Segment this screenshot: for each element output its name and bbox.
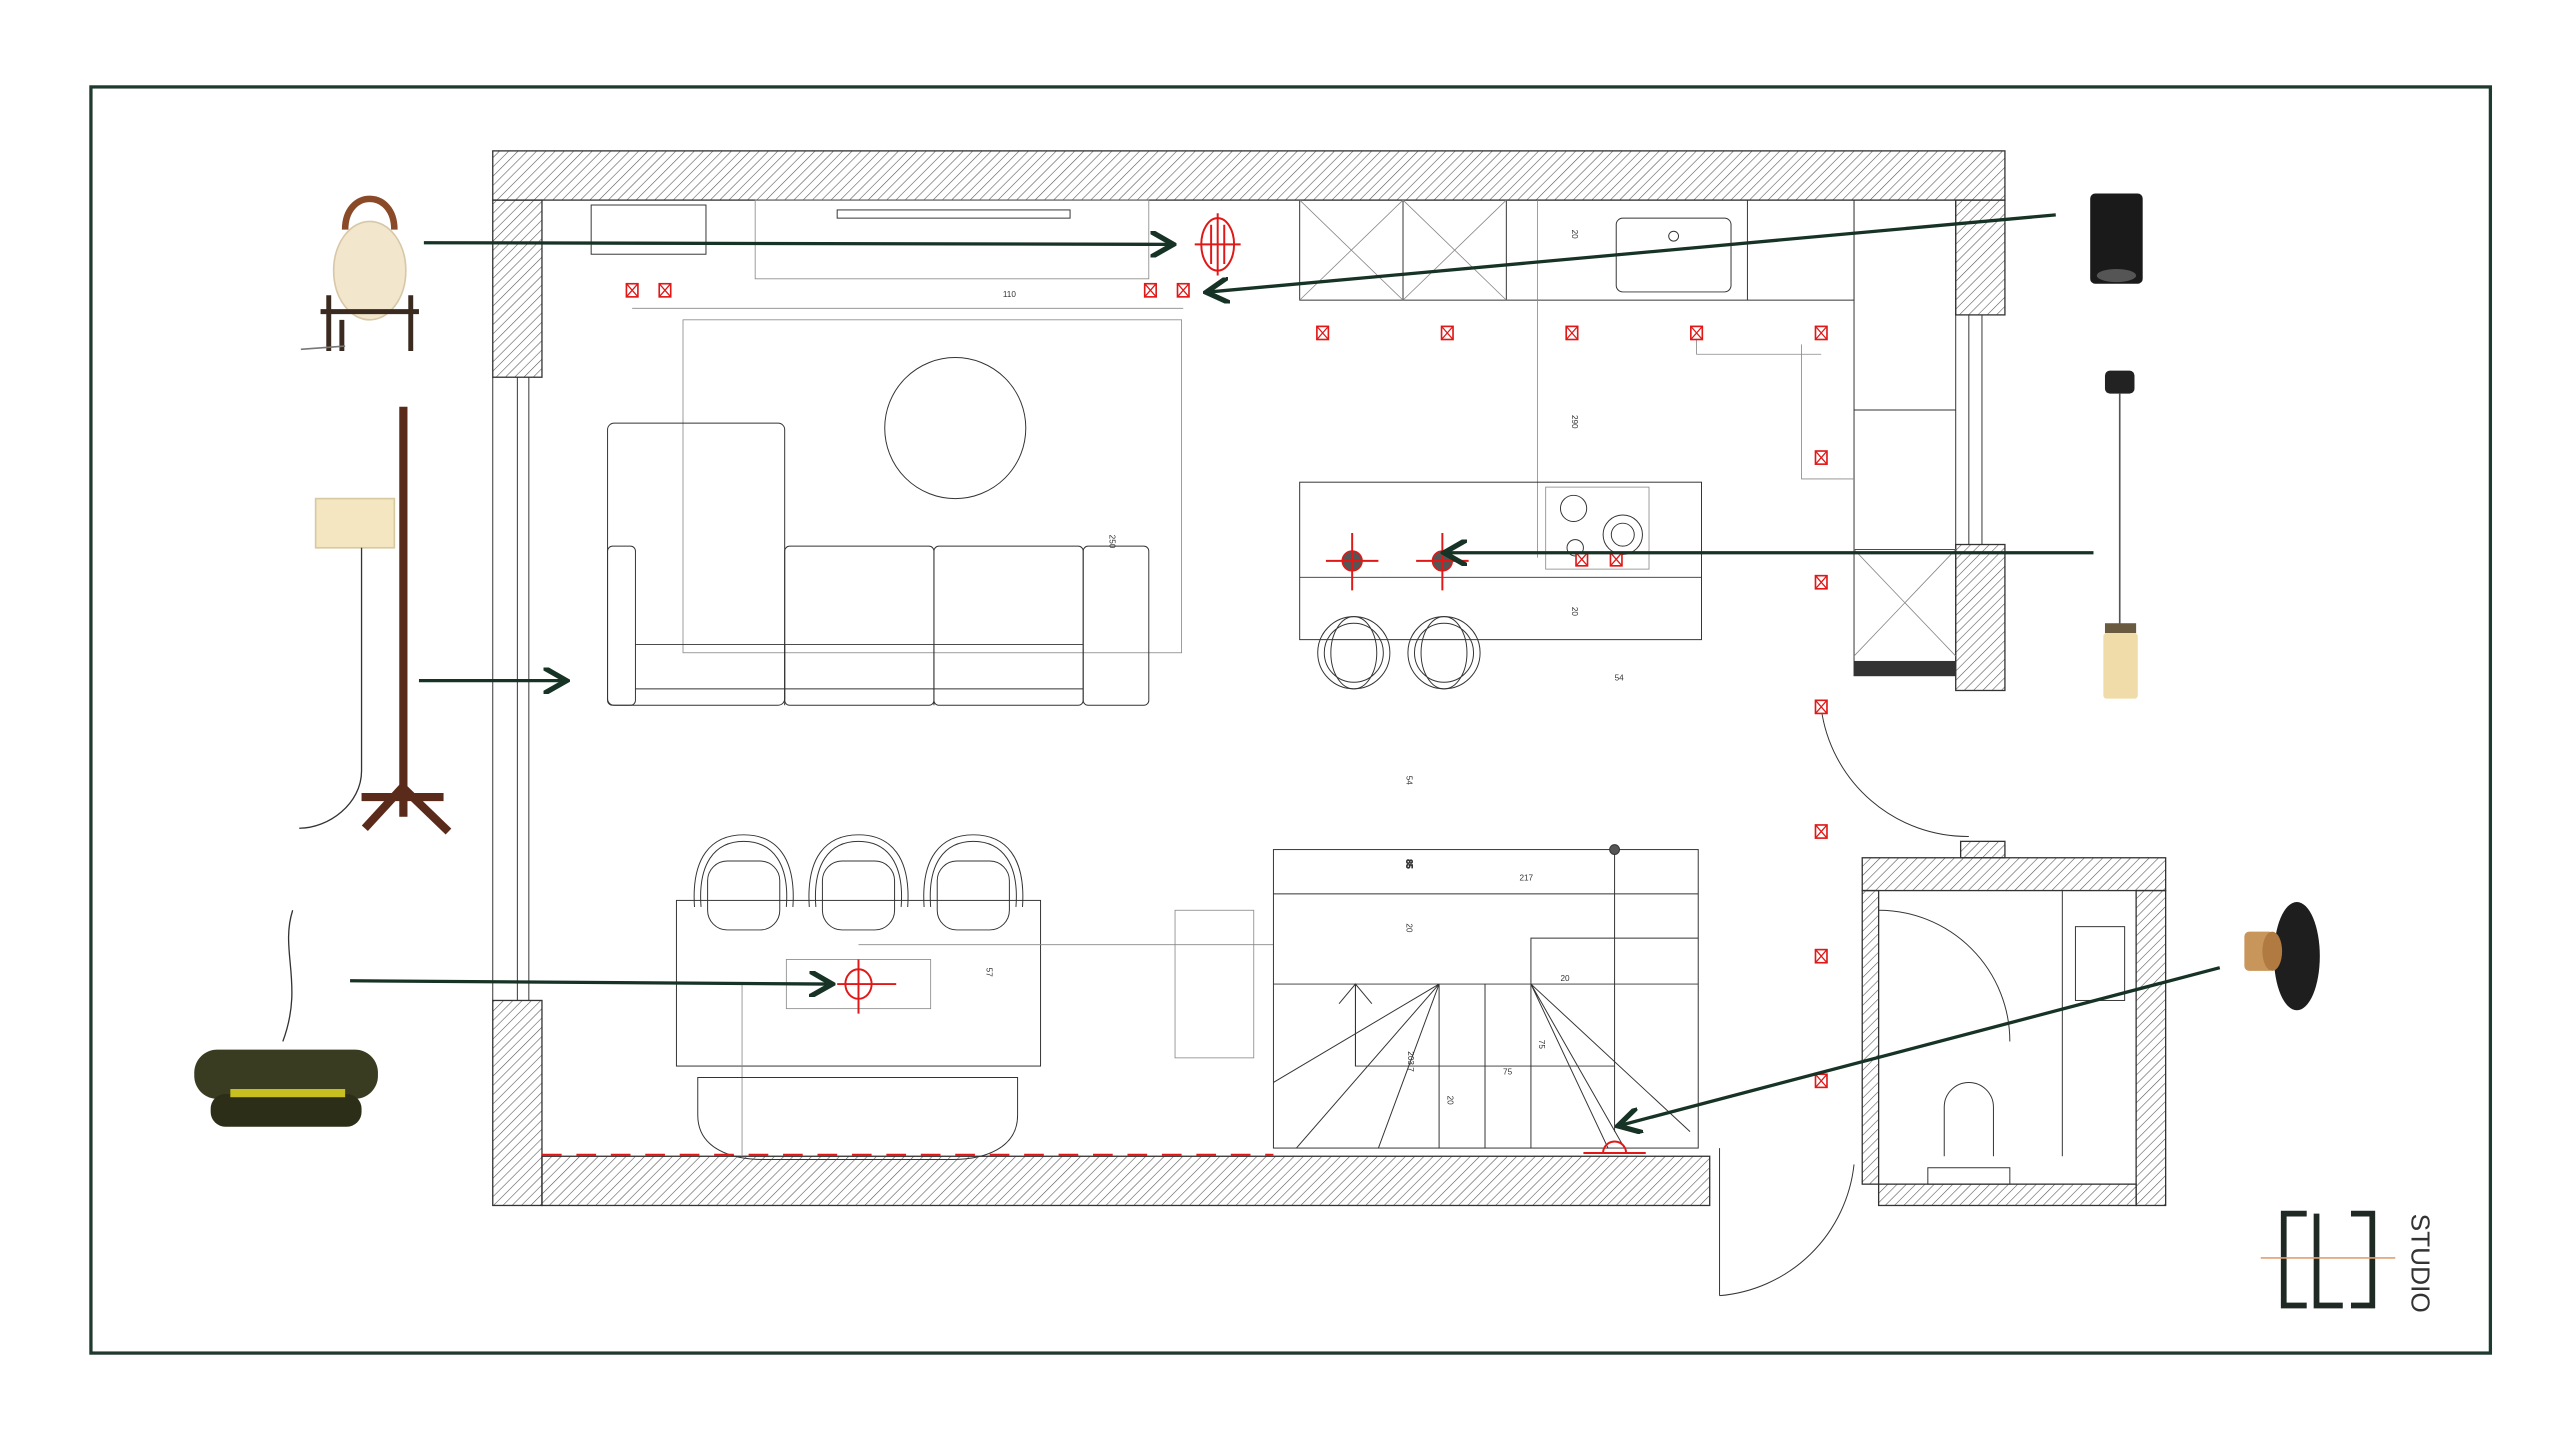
spot-light-icon [625, 282, 639, 298]
table-lantern-image [300, 195, 419, 351]
kitchen-island [1299, 481, 1702, 641]
dining-chair [808, 834, 909, 931]
pendant-light-icon [1325, 533, 1379, 591]
arrow [1209, 213, 2056, 292]
bench [697, 1077, 1019, 1161]
dimension-label: 110 [1003, 290, 1016, 299]
black-cylinder-downlight-image [2090, 193, 2143, 284]
staircase: 85 217 20 20 203,7 75 75 20 [1272, 844, 1699, 1149]
dining-chair [693, 834, 794, 931]
dimension-label: 20 [1404, 923, 1413, 933]
spot-light-icon [1575, 551, 1589, 567]
pendant-light-icon [1416, 533, 1469, 591]
wall-light-icon [1583, 1140, 1646, 1154]
spot-light-icon [1565, 325, 1579, 341]
studio-logo: STUDIO [2260, 1210, 2436, 1313]
dimension-label: 217 [1519, 874, 1533, 883]
cabinet [590, 204, 707, 255]
cooktop [1545, 486, 1650, 570]
logo-text: STUDIO [2406, 1214, 2436, 1313]
dimension-label: 75 [1503, 1067, 1513, 1076]
dimension-label: 20 [1570, 607, 1579, 617]
spot-light-icon [1814, 574, 1828, 590]
tv [836, 209, 1071, 219]
dining-area: 57 [675, 834, 1274, 1161]
coffee-table [884, 357, 1027, 500]
spot-light-icon [1814, 824, 1828, 839]
sideboard [1174, 909, 1255, 1059]
dimension-label: 54 [1615, 674, 1625, 683]
floor-lamp-image [299, 406, 452, 835]
lighting-markers [541, 213, 1828, 1156]
dining-chair [923, 834, 1024, 931]
spot-light-icon [1143, 282, 1157, 298]
tv-console [754, 199, 1150, 280]
doors [1719, 708, 2126, 1297]
spot-light-icon [1440, 325, 1454, 341]
arrow [350, 981, 829, 984]
spot-light-icon [1690, 325, 1704, 341]
windows [492, 314, 1983, 1001]
wall-light-icon [1194, 213, 1241, 276]
spot-light-icon [1176, 282, 1190, 298]
spot-light-icon [1814, 948, 1828, 964]
spot-light-icon [1316, 325, 1330, 341]
pendant-light-icon [837, 959, 897, 1014]
living-room-furniture: 110 250 [590, 199, 1184, 706]
board-frame [89, 85, 2493, 1355]
spot-light-icon [1814, 325, 1828, 341]
dimension-label: 20 [1560, 974, 1570, 983]
glass-pendant-image [194, 910, 378, 1127]
sink [1615, 217, 1732, 293]
sofa [607, 422, 1150, 706]
dimension-label: 250 [1107, 535, 1116, 549]
cylinder-pendant-image [2103, 370, 2138, 699]
walls [492, 150, 2167, 1207]
spot-light-icon [1814, 450, 1828, 465]
rug [682, 319, 1183, 654]
annotation-arrows [350, 213, 2221, 1125]
spot-light-icon [658, 282, 672, 298]
arrow [423, 243, 1170, 245]
dimension-label: 20 [1445, 1096, 1454, 1106]
brass-wall-sconce-image [2244, 902, 2320, 1011]
dimension-label: 85 [1404, 859, 1413, 869]
arrow [1621, 966, 2221, 1125]
tall-cabinets [1853, 199, 1957, 677]
dimension-label: 290 [1570, 415, 1579, 429]
dimension-label: 57 [984, 968, 993, 978]
spot-light-icon [1814, 699, 1828, 715]
bar-stool [1317, 616, 1391, 690]
dimension-label: 54 [1404, 776, 1413, 786]
dimension-label: 75 [1537, 1040, 1546, 1050]
spot-light-icon [1814, 1073, 1828, 1089]
bar-stool [1407, 616, 1481, 690]
dimension-label: 20 [1570, 230, 1579, 240]
kitchen: 20 290 20 54 54 [1299, 199, 1957, 786]
spot-light-icon [1609, 551, 1623, 567]
dimension-label: 203,7 [1406, 1051, 1415, 1072]
